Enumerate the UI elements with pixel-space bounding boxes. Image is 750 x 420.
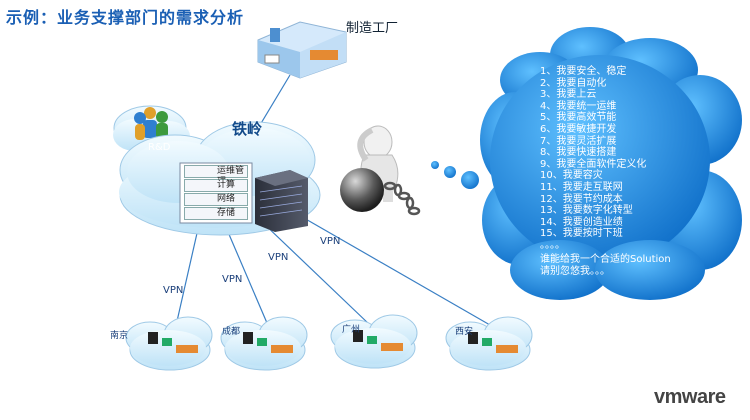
need-item: 7、我要灵活扩展 <box>540 135 617 147</box>
branch-label-guangzhou: 广州 <box>342 325 361 335</box>
rd-label: R&D <box>148 142 171 153</box>
closing-text: 谁能给我一个合适的Solution 请别忽悠我。。。 <box>540 254 710 278</box>
branch-cloud-guangzhou <box>330 314 418 369</box>
page-title: 示例：业务支撑部门的需求分析 <box>6 8 245 27</box>
branch-label-chengdu: 成都 <box>222 327 241 337</box>
menu-item-network: 网络 <box>184 193 248 206</box>
need-item: 9、我要全面软件定义化 <box>540 158 647 170</box>
need-item: 4、我要统一运维 <box>540 100 617 112</box>
chain <box>383 181 421 216</box>
need-item: 15、我要按时下班 <box>540 228 623 240</box>
need-item: 2、我要自动化 <box>540 77 607 89</box>
branch-label-xian: 西安 <box>455 327 474 337</box>
closing-line: 谁能给我一个合适的Solution <box>540 254 671 265</box>
vpn-label: VPN <box>163 285 184 296</box>
iron-ball <box>340 168 384 212</box>
vpn-label: VPN <box>222 274 243 285</box>
need-item: 11、我要走互联网 <box>540 181 623 193</box>
menu-item-compute: 计算 <box>184 179 248 192</box>
connection-lines <box>174 74 491 331</box>
vmware-logo: vmware <box>654 386 726 409</box>
need-item: 6、我要敏捷开发 <box>540 123 617 135</box>
vmware-logo-text: vmware <box>654 386 726 408</box>
need-item: 10、我要容灾 <box>540 170 603 182</box>
factory-label: 制造工厂 <box>346 21 399 36</box>
menu-item-storage: 存储 <box>184 207 248 220</box>
need-item: 8、我要快速搭建 <box>540 147 617 159</box>
closing-line: 请别忽悠我。。。 <box>540 266 610 277</box>
need-item: 1、我要安全、稳定 <box>540 66 627 77</box>
need-item: 。。。。 <box>540 239 565 251</box>
branch-label-nanjing: 南京 <box>110 331 129 341</box>
factory-icon <box>257 21 347 79</box>
branch-cloud-nanjing <box>125 316 213 371</box>
vpn-label: VPN <box>320 236 341 247</box>
server-rack <box>255 170 308 232</box>
vpn-label: VPN <box>268 252 289 263</box>
datacenter-label: 铁岭 <box>232 120 263 138</box>
needs-list: 1、我要安全、稳定 2、我要自动化 3、我要上云 4、我要统一运维 5、我要高效… <box>540 66 700 252</box>
thought-bubble <box>431 27 742 300</box>
need-item: 12、我要节约成本 <box>540 193 623 205</box>
branch-cloud-xian <box>445 316 533 371</box>
need-item: 5、我要高效节能 <box>540 112 617 124</box>
need-item: 14、我要创造业绩 <box>540 216 623 228</box>
need-item: 3、我要上云 <box>540 89 597 101</box>
need-item: 13、我要数字化转型 <box>540 205 633 217</box>
menu-item-ops: 运维管理 <box>184 165 248 187</box>
branch-cloud-chengdu <box>220 316 308 371</box>
